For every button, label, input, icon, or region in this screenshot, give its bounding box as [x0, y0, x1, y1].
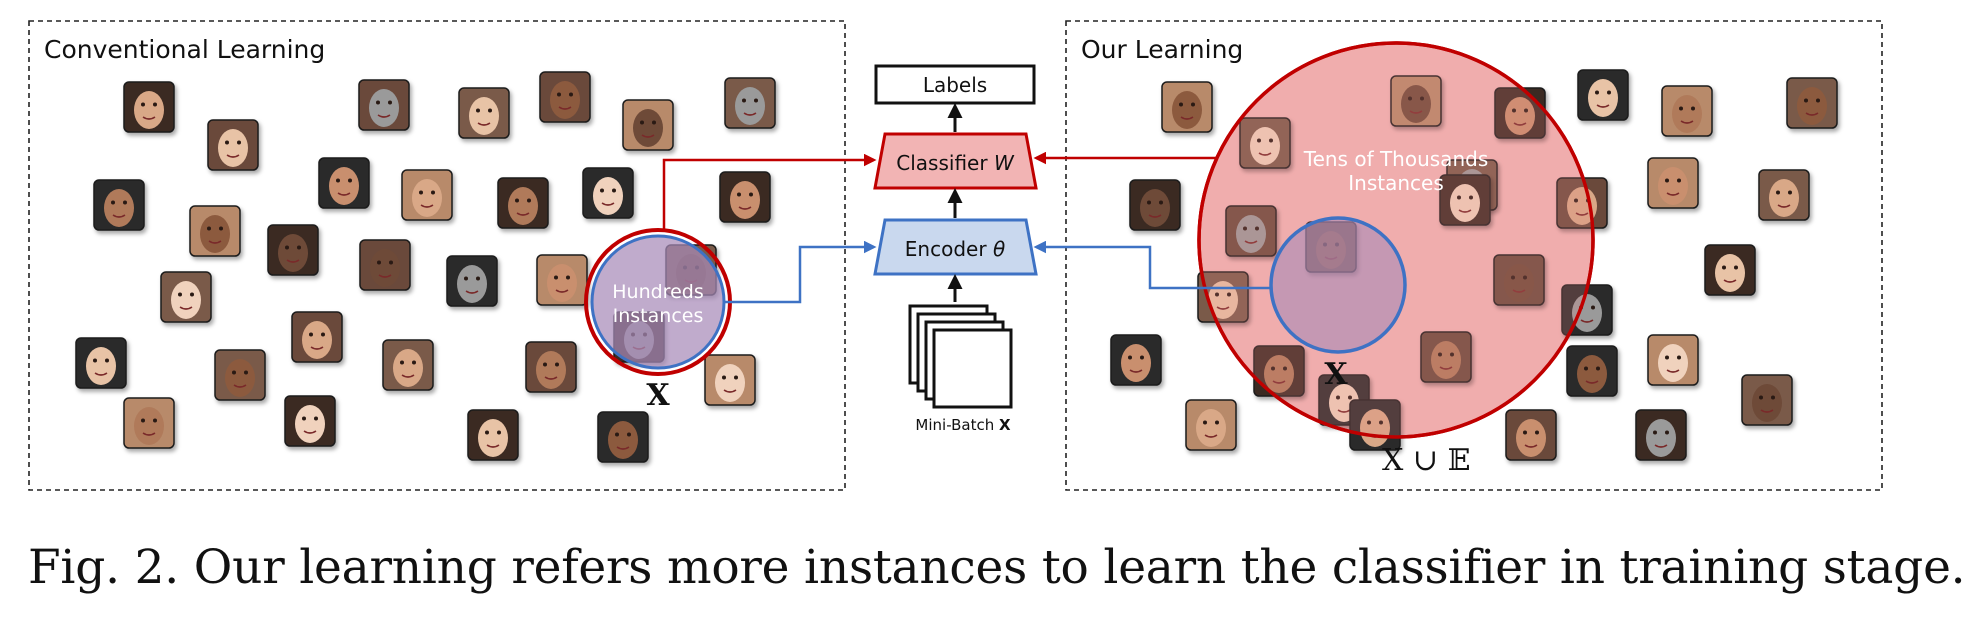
- face-thumbnail-icon: [1577, 69, 1629, 121]
- face-thumbnail-icon: [401, 169, 453, 221]
- right-batch-circle: [1269, 216, 1407, 354]
- face-thumbnail-icon: [724, 77, 776, 129]
- union-symbol: X ∪ 𝔼: [1382, 443, 1470, 478]
- face-thumbnail-icon: [1197, 271, 1249, 323]
- face-thumbnail-icon: [358, 79, 410, 131]
- big-circle-label-1: Tens of Thousands: [1303, 147, 1488, 171]
- face-thumbnail-icon: [267, 224, 319, 276]
- face-thumbnail-icon: [1253, 345, 1305, 397]
- face-thumbnail-icon: [1185, 399, 1237, 451]
- face-thumbnail-icon: [207, 119, 259, 171]
- big-circle-label-2: Instances: [1348, 171, 1444, 195]
- face-thumbnail-icon: [1239, 117, 1291, 169]
- face-thumbnail-icon: [467, 409, 519, 461]
- encoder-text: Encoder θ: [905, 237, 1005, 261]
- face-thumbnail-icon: [446, 255, 498, 307]
- right-batch-symbol: X: [1324, 357, 1348, 392]
- face-thumbnail-icon: [497, 177, 549, 229]
- figure-canvas: Conventional Learning Our Learning Hundr…: [28, 20, 1883, 491]
- classifier-text: Classifier W: [896, 151, 1015, 175]
- face-thumbnail-icon: [1704, 244, 1756, 296]
- face-thumbnail-icon: [1741, 374, 1793, 426]
- face-thumbnail-icon: [1493, 254, 1545, 306]
- face-thumbnail-icon: [1390, 75, 1442, 127]
- face-thumbnail-icon: [284, 395, 336, 447]
- left-panel-title: Conventional Learning: [44, 35, 325, 64]
- face-thumbnail-icon: [318, 157, 370, 209]
- face-thumbnail-icon: [214, 349, 266, 401]
- face-thumbnail-icon: [704, 354, 756, 406]
- face-thumbnail-icon: [719, 171, 771, 223]
- face-thumbnail-icon: [1661, 85, 1713, 137]
- right-blue-connector: [1033, 240, 1272, 290]
- right-face-cloud: [1110, 69, 1838, 461]
- face-thumbnail-icon: [1758, 169, 1810, 221]
- face-thumbnail-icon: [1635, 409, 1687, 461]
- minibatch-label: Mini-Batch X: [915, 416, 1011, 434]
- face-thumbnail-icon: [582, 167, 634, 219]
- face-thumbnail-icon: [1786, 77, 1838, 129]
- face-thumbnail-icon: [1161, 81, 1213, 133]
- face-thumbnail-icon: [539, 71, 591, 123]
- face-thumbnail-icon: [1129, 179, 1181, 231]
- face-thumbnail-icon: [1505, 409, 1557, 461]
- face-thumbnail-icon: [1439, 174, 1491, 226]
- left-panel-border: [28, 20, 846, 491]
- face-thumbnail-icon: [597, 411, 649, 463]
- face-thumbnail-icon: [160, 271, 212, 323]
- face-thumbnail-icon: [1647, 157, 1699, 209]
- classifier-block: [873, 132, 1038, 190]
- extended-instances-tint: [1199, 43, 1593, 437]
- labels-box-text: Labels: [923, 73, 987, 97]
- left-circle-label-2: Instances: [613, 305, 704, 327]
- face-thumbnail-icon: [382, 339, 434, 391]
- face-thumbnail-icon: [359, 239, 411, 291]
- face-thumbnail-icon: [458, 87, 510, 139]
- face-thumbnail-icon: [622, 99, 674, 151]
- face-thumbnail-icon: [1566, 345, 1618, 397]
- encoder-block: [873, 218, 1038, 276]
- face-thumbnail-icon: [93, 179, 145, 231]
- minibatch-stack-icon: [908, 304, 1013, 409]
- face-thumbnail-icon: [123, 81, 175, 133]
- left-batch-symbol: X: [646, 378, 670, 413]
- face-thumbnail-icon: [1647, 334, 1699, 386]
- face-thumbnail-icon: [1110, 334, 1162, 386]
- right-panel-border: [1065, 20, 1883, 491]
- face-thumbnail-icon: [123, 397, 175, 449]
- face-thumbnail-icon: [1225, 205, 1277, 257]
- face-thumbnail-icon: [189, 205, 241, 257]
- right-panel-title: Our Learning: [1081, 35, 1243, 64]
- face-thumbnail-icon: [291, 311, 343, 363]
- left-circle-label-1: Hundreds: [612, 281, 703, 303]
- left-blue-connector: [724, 240, 877, 304]
- figure-caption: Fig. 2. Our learning refers more instanc…: [28, 540, 1965, 595]
- face-thumbnail-icon: [525, 341, 577, 393]
- face-thumbnail-icon: [75, 337, 127, 389]
- face-thumbnail-icon: [536, 254, 588, 306]
- labels-box: [874, 64, 1036, 105]
- extended-instances-outline: [1197, 41, 1595, 439]
- left-red-connector: [662, 153, 877, 230]
- face-thumbnail-icon: [1420, 331, 1472, 383]
